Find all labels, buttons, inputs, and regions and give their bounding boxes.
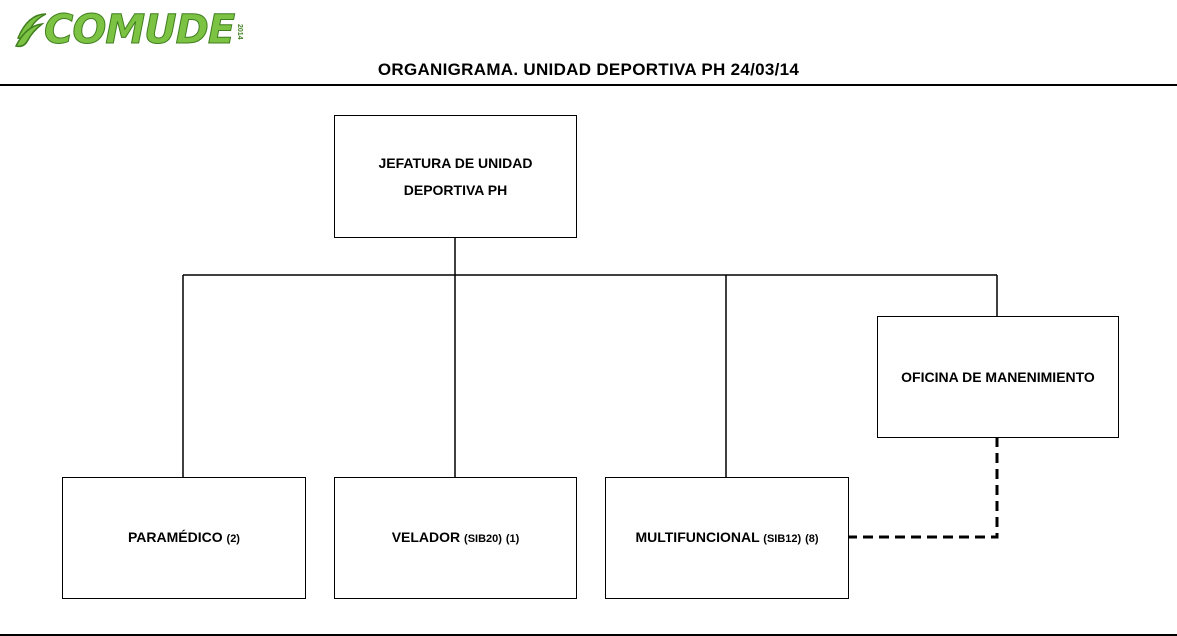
multifuncional-box: MULTIFUNCIONAL (SIB12) (8) bbox=[605, 477, 849, 599]
office-label: OFICINA DE MANENIMIENTO bbox=[901, 368, 1095, 385]
multifuncional-code: (SIB12) bbox=[763, 532, 802, 545]
runner-icon bbox=[14, 13, 47, 48]
logo-year: 2014 bbox=[236, 24, 243, 40]
office-box: OFICINA DE MANENIMIENTO bbox=[877, 316, 1119, 438]
dotted-coordination-line bbox=[849, 437, 999, 539]
multifuncional-label: MULTIFUNCIONAL bbox=[635, 528, 760, 545]
page-title: ORGANIGRAMA. UNIDAD DEPORTIVA PH 24/03/1… bbox=[377, 60, 800, 79]
root-label-line1: JEFATURA DE UNIDAD bbox=[378, 154, 533, 171]
velador-code: (SIB20) bbox=[464, 532, 502, 545]
root-label-line2: DEPORTIVA PH bbox=[403, 181, 508, 198]
paramedico-label: PARAMÉDICO bbox=[128, 528, 223, 545]
velador-box: VELADOR (SIB20) (1) bbox=[334, 477, 577, 599]
comude-logo: COMUDE 2014 bbox=[14, 7, 254, 54]
bottom-divider bbox=[0, 634, 1177, 636]
velador-label: VELADOR bbox=[391, 528, 461, 545]
multifuncional-count: (8) bbox=[805, 532, 819, 545]
velador-count: (1) bbox=[505, 532, 520, 545]
paramedico-count: (2) bbox=[226, 532, 240, 545]
root-box: JEFATURA DE UNIDAD DEPORTIVA PH bbox=[334, 115, 577, 238]
logo-text: COMUDE bbox=[43, 7, 235, 54]
top-divider bbox=[0, 84, 1177, 86]
paramedico-box: PARAMÉDICO (2) bbox=[62, 477, 306, 599]
